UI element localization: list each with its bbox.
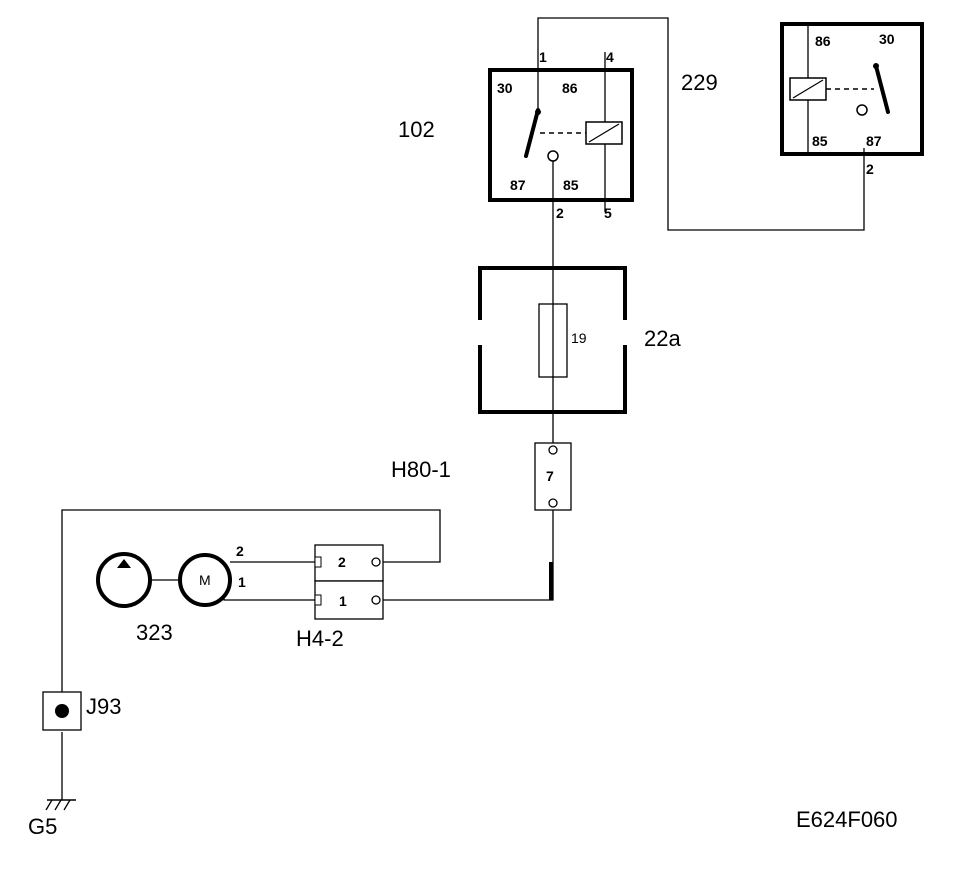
relay-229-pin-30: 30 [879, 31, 895, 47]
relay-102-switch-icon [524, 108, 540, 158]
junction-j93 [42, 691, 82, 731]
motor-icon [178, 553, 232, 607]
connector-h80-1: 7 [534, 442, 572, 511]
relay-102-pin-85: 85 [563, 177, 579, 193]
pump-323: M 2 1 [96, 543, 246, 608]
fuse-box-22a: 19 [478, 266, 627, 414]
wire-102-to-229 [537, 17, 865, 231]
ground-icon [45, 799, 76, 811]
connector-h4-label: H4-2 [296, 626, 344, 651]
relay-229-label: 229 [681, 70, 718, 95]
relay-229-pin-87: 87 [866, 133, 882, 149]
ground-label: G5 [28, 814, 57, 839]
relay-102-wire-1: 1 [539, 49, 547, 65]
junction-label: J93 [86, 694, 121, 719]
connector-h80-label: H80-1 [391, 457, 451, 482]
motor-wire-2: 2 [236, 543, 244, 559]
connector-h4-pin-upper: 2 [338, 554, 346, 570]
relay-229: 86 30 85 87 2 [780, 22, 924, 177]
wire-h4-pin2-to-ground [61, 509, 441, 692]
pump-icon [96, 552, 152, 608]
diagram-code: E624F060 [796, 807, 898, 832]
relay-102-pin-30: 30 [497, 80, 513, 96]
relay-229-contact-87 [856, 104, 868, 116]
motor-symbol: M [199, 572, 211, 588]
relay-102: 30 86 87 85 1 4 2 5 [488, 49, 634, 221]
relay-102-wire-4: 4 [606, 49, 614, 65]
fuse-number: 19 [571, 330, 587, 346]
relay-229-pin-86: 86 [815, 33, 831, 49]
pump-label: 323 [136, 620, 173, 645]
relay-229-pin-85: 85 [812, 133, 828, 149]
relay-229-wire-2: 2 [866, 161, 874, 177]
relay-102-contact-87 [547, 150, 559, 162]
motor-wire-1: 1 [238, 574, 246, 590]
connector-h80-pin: 7 [546, 468, 554, 484]
relay-102-wire-2: 2 [556, 205, 564, 221]
relay-102-pin-86: 86 [562, 80, 578, 96]
relay-229-switch-icon [874, 64, 890, 114]
relay-102-wire-5: 5 [604, 205, 612, 221]
connector-h4-pin-lower: 1 [339, 593, 347, 609]
relay-102-label: 102 [398, 117, 435, 142]
connector-h4-2: 2 1 [314, 544, 384, 620]
relay-102-pin-87: 87 [510, 177, 526, 193]
wire-h80-to-h4-pin1 [378, 506, 554, 601]
fuse-box-label: 22a [644, 326, 681, 351]
